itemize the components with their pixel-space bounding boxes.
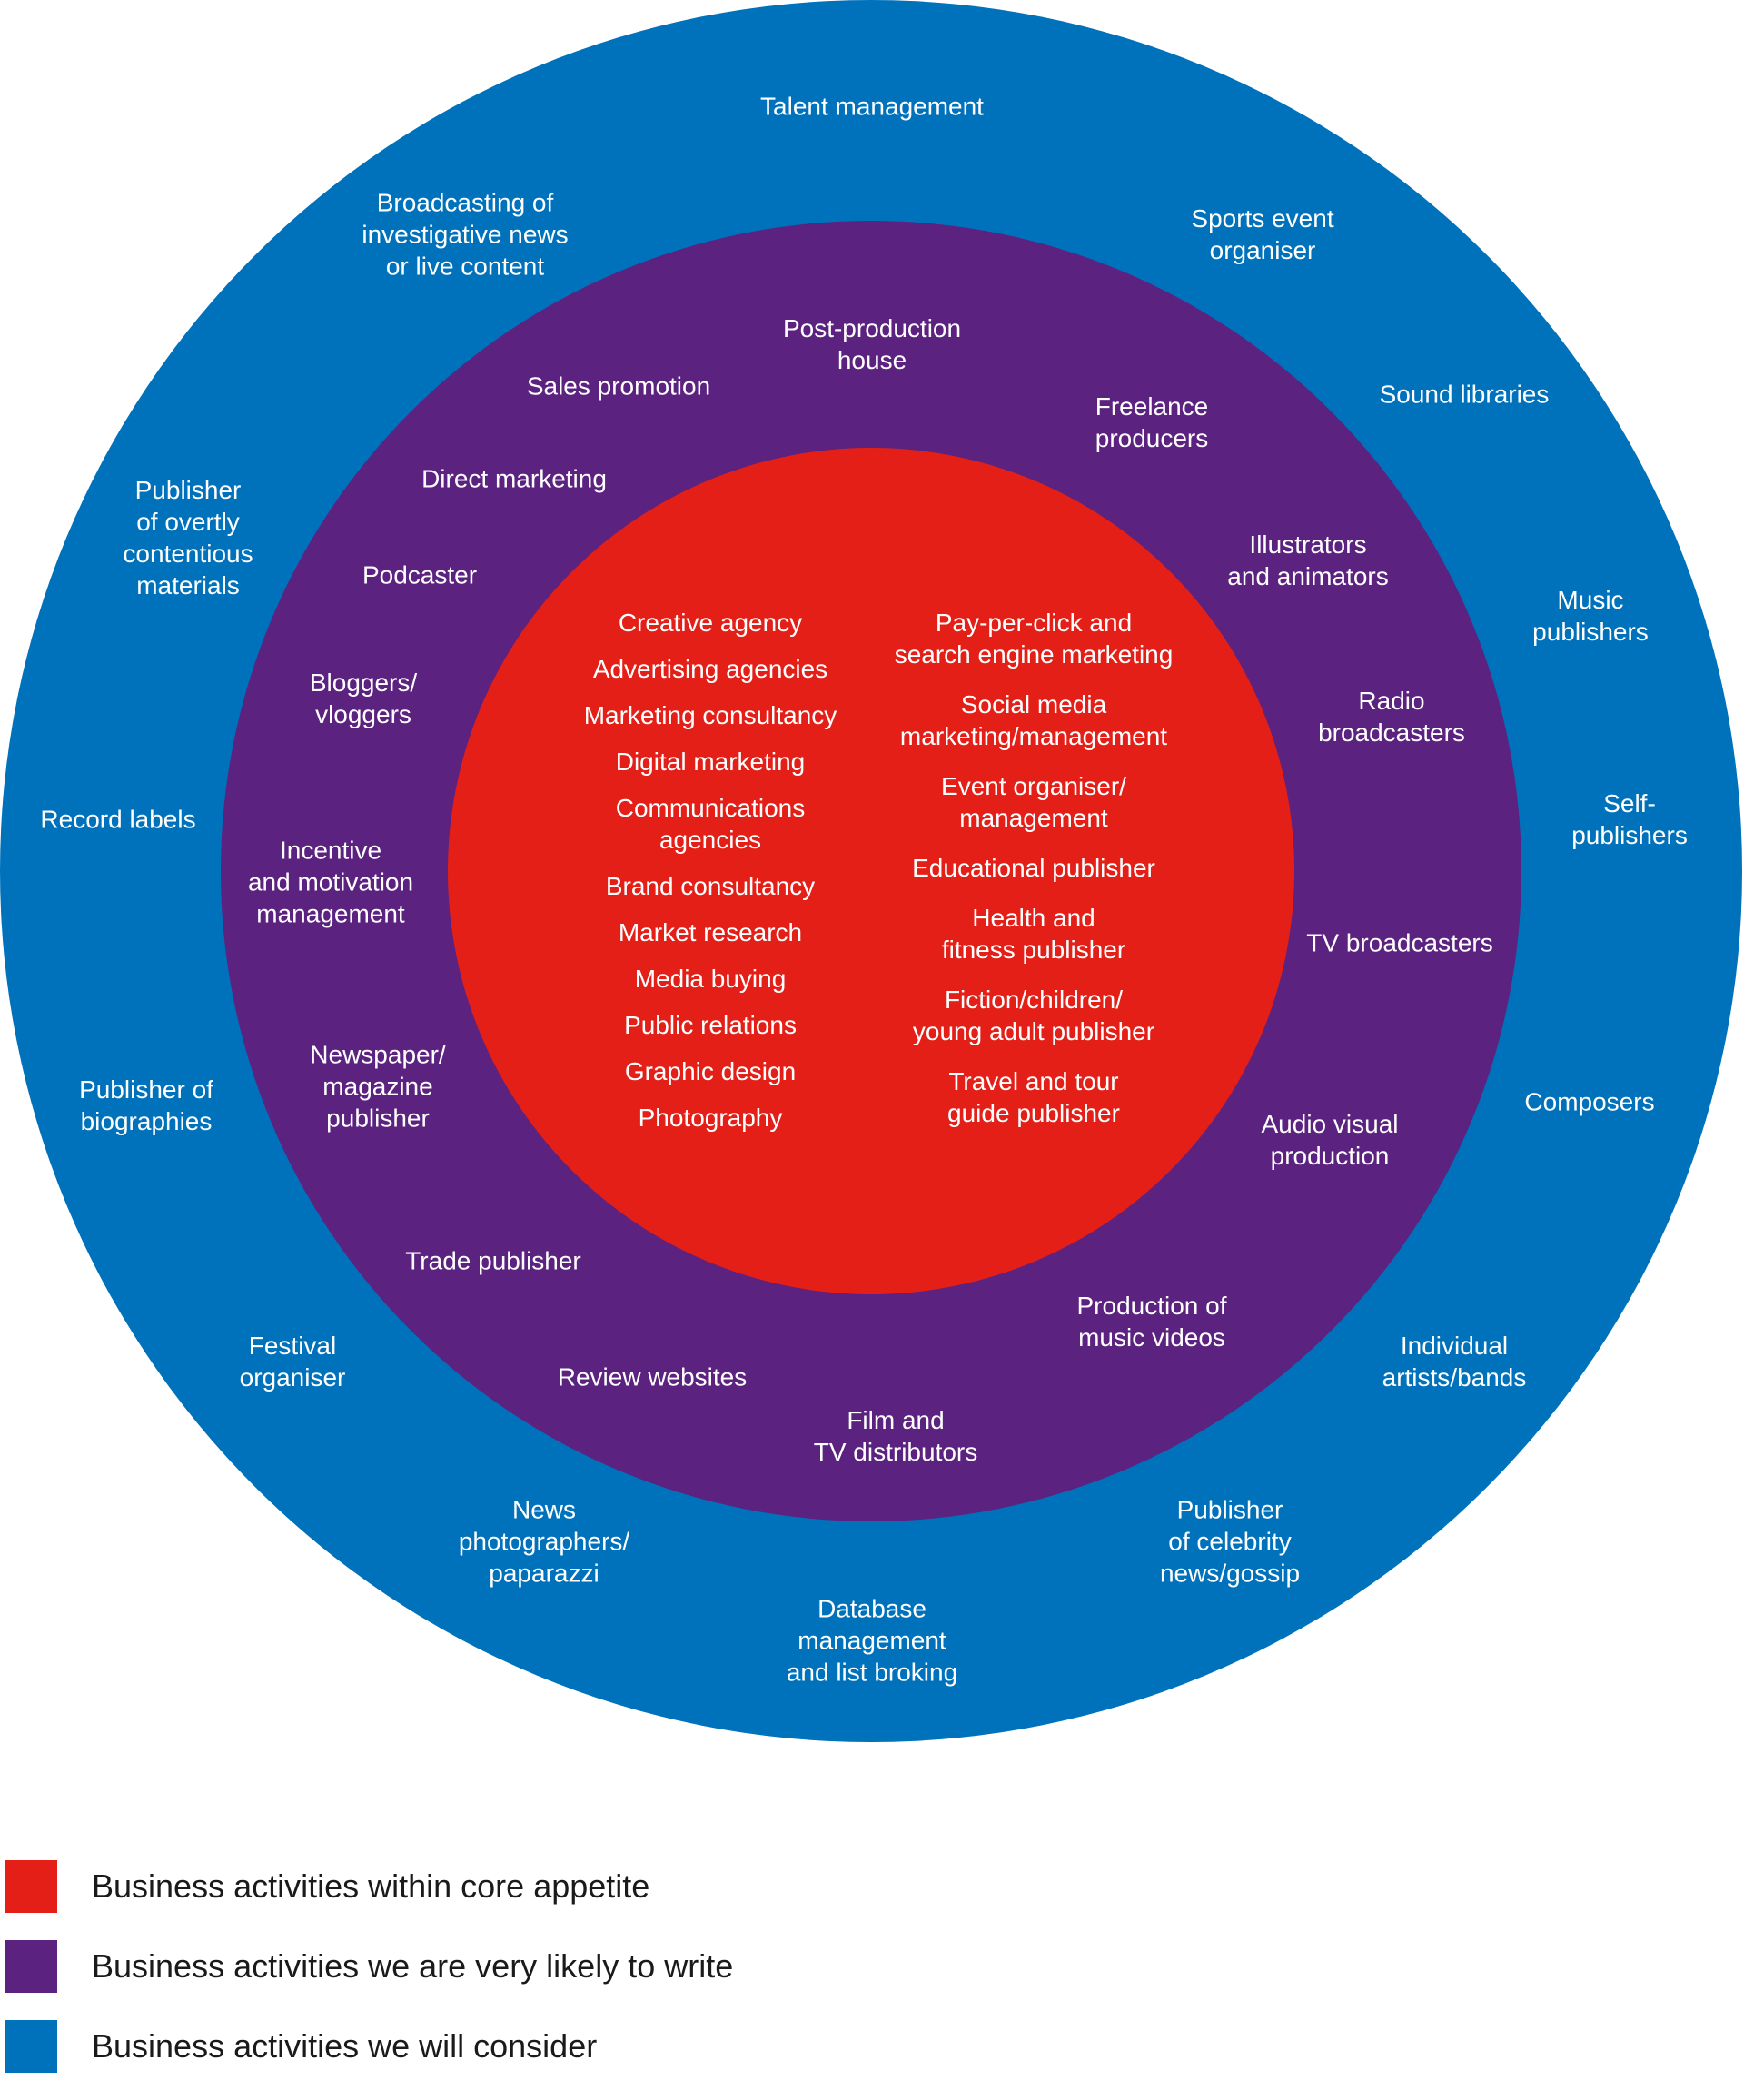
core-list-left: Creative agency Advertising agencies Mar… (529, 607, 892, 1148)
outer-ring-label: Composers (1524, 1087, 1655, 1116)
core-item: Travel and tour guide publisher (947, 1067, 1120, 1127)
core-item: Marketing consultancy (583, 701, 837, 729)
outer-ring-label: Festival organiser (239, 1332, 346, 1392)
middle-ring-label: Newspaper/ magazine publisher (310, 1040, 446, 1133)
core-item: Health and fitness publisher (941, 904, 1126, 964)
core-item: Fiction/children/ young adult publisher (912, 986, 1155, 1045)
core-item: Creative agency (618, 609, 803, 637)
outer-ring-label: News photographers/ paparazzi (458, 1495, 630, 1588)
core-item: Market research (618, 918, 803, 946)
outer-ring-label: Sound libraries (1379, 380, 1550, 409)
middle-ring-label: Direct marketing (421, 464, 607, 493)
core-item: Social media marketing/management (899, 690, 1168, 750)
core-item: Brand consultancy (605, 872, 816, 900)
core-item: Communications agencies (615, 794, 806, 854)
legend-swatch-very-likely (5, 1940, 57, 1993)
middle-ring-label: Freelance producers (1095, 392, 1209, 452)
appetite-diagram: Talent management Broadcasting of invest… (0, 0, 1742, 1742)
core-item: Educational publisher (912, 854, 1155, 882)
inner-ring (448, 448, 1294, 1294)
middle-ring-label: Post-production house (782, 314, 962, 374)
outer-ring-label: Music publishers (1532, 586, 1649, 646)
legend-swatch-consider (5, 2020, 57, 2073)
core-item: Advertising agencies (592, 655, 828, 683)
middle-ring-label: Review websites (557, 1362, 748, 1392)
middle-ring-label: Podcaster (362, 560, 478, 589)
core-item: Public relations (624, 1011, 797, 1039)
outer-ring-label: Publisher of biographies (79, 1075, 213, 1135)
middle-ring-label: Incentive and motivation management (247, 836, 414, 928)
outer-ring-label: Broadcasting of investigative news or li… (362, 188, 569, 281)
core-item: Digital marketing (615, 748, 806, 776)
middle-ring-label: Film and TV distributors (813, 1406, 978, 1466)
legend-label: Business activities we are very likely t… (92, 1947, 734, 1985)
middle-ring-label: Bloggers/ vloggers (309, 669, 418, 728)
core-list-right: Pay-per-click and search engine marketin… (852, 607, 1215, 1147)
outer-ring-label: Self-publishers (1571, 789, 1688, 849)
outer-ring-label: Individual artists/bands (1382, 1332, 1527, 1392)
middle-ring-label: Audio visual production (1261, 1110, 1399, 1170)
middle-ring-label: Trade publisher (405, 1246, 581, 1275)
legend: Business activities within core appetite… (5, 1860, 733, 2100)
legend-item-very-likely: Business activities we are very likely t… (5, 1940, 733, 1993)
legend-swatch-core (5, 1860, 57, 1913)
middle-ring-label: TV broadcasters (1306, 928, 1493, 957)
middle-ring-label: Sales promotion (526, 371, 711, 401)
middle-ring-label: Radio broadcasters (1318, 687, 1465, 747)
legend-item-consider: Business activities we will consider (5, 2020, 733, 2073)
core-item: Pay-per-click and search engine marketin… (894, 609, 1174, 669)
legend-label: Business activities within core appetite (92, 1867, 650, 1905)
core-item: Media buying (634, 965, 787, 993)
outer-ring-label: Record labels (40, 805, 196, 834)
outer-ring-label: Publisher of overtly contentious materia… (123, 476, 253, 599)
middle-ring-label: Production of music videos (1076, 1292, 1227, 1352)
outer-ring-label: Sports event organiser (1191, 204, 1334, 264)
legend-label: Business activities we will consider (92, 2027, 598, 2065)
outer-ring-label: Database management and list broking (786, 1594, 958, 1687)
core-item: Photography (638, 1104, 783, 1132)
outer-ring-label: Publisher of celebrity news/gossip (1159, 1495, 1301, 1588)
legend-item-core: Business activities within core appetite (5, 1860, 733, 1913)
core-item: Graphic design (624, 1057, 797, 1085)
outer-ring-label: Talent management (760, 92, 984, 121)
middle-ring-label: Illustrators and animators (1227, 530, 1389, 590)
core-item: Event organiser/ management (941, 772, 1126, 832)
